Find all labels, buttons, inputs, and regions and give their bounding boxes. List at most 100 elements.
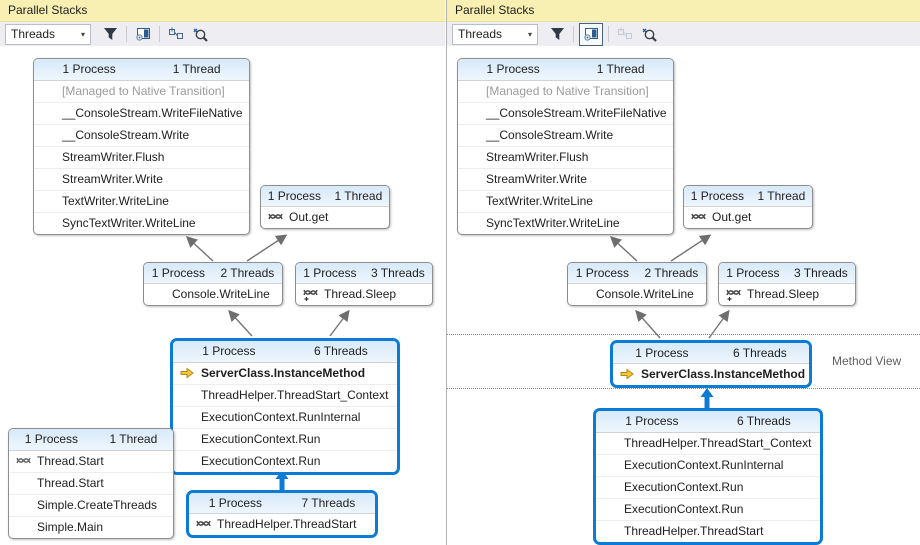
autoscroll-button[interactable]	[165, 24, 187, 45]
method-view-toggle-button[interactable]	[132, 24, 154, 45]
stack-frame[interactable]: Simple.CreateThreads	[9, 494, 173, 516]
stack-frame[interactable]: Out.get	[684, 207, 812, 228]
zoom-control-button[interactable]	[638, 24, 660, 45]
stack-frame[interactable]: ExecutionContext.Run	[173, 428, 397, 450]
stack-frame[interactable]: ExecutionContext.Run	[596, 498, 820, 520]
stack-box-header: 1 Process 1 Thread	[9, 429, 173, 451]
stack-frame[interactable]: Console.WriteLine	[144, 284, 282, 305]
stack-frame[interactable]: __ConsoleStream.Write	[34, 124, 249, 146]
thread-count: 6 Threads	[736, 414, 791, 428]
stack-frame[interactable]: ThreadHelper.ThreadStart_Context	[173, 384, 397, 406]
frame-label: ExecutionContext.RunInternal	[624, 458, 784, 472]
stack-frame[interactable]: SyncTextWriter.WriteLine	[458, 212, 673, 234]
current-stack-frame[interactable]: ServerClass.InstanceMethod	[613, 364, 809, 385]
stack-box-current-method: 1 Process 6 Threads ServerClass.Instance…	[610, 340, 812, 388]
zoom-magnifier-icon	[193, 28, 208, 42]
stack-frame[interactable]: ExecutionContext.RunInternal	[173, 406, 397, 428]
panel-stack-view: Parallel Stacks Threads ▾	[0, 0, 445, 545]
stack-box-header: 1 Process 3 Threads	[296, 263, 432, 284]
frame-label: SyncTextWriter.WriteLine	[486, 216, 620, 230]
process-count: 1 Process	[726, 266, 780, 280]
thread-count: 3 Threads	[370, 266, 425, 280]
frame-label: Console.WriteLine	[596, 287, 694, 301]
frame-label: TextWriter.WriteLine	[486, 194, 593, 208]
filter-flagged-button[interactable]	[546, 24, 568, 45]
funnel-icon	[550, 28, 564, 40]
filter-flagged-button[interactable]	[99, 24, 121, 45]
frame-label: Console.WriteLine	[172, 287, 270, 301]
method-view-toggle-button[interactable]	[579, 22, 603, 46]
stack-box-thread-sleep: 1 Process 3 Threads Thread.Sleep	[718, 262, 856, 306]
frame-label: __ConsoleStream.Write	[486, 128, 614, 142]
stack-frame[interactable]: TextWriter.WriteLine	[458, 190, 673, 212]
toolbar-separator	[608, 26, 609, 42]
stack-frame[interactable]: ExecutionContext.RunInternal	[596, 454, 820, 476]
stack-frame[interactable]: StreamWriter.Write	[458, 168, 673, 190]
current-stack-frame[interactable]: ServerClass.InstanceMethod	[173, 363, 397, 384]
stack-box-header: 1 Process 6 Threads	[173, 341, 397, 363]
thread-count: 2 Threads	[644, 266, 699, 280]
window-titlebar[interactable]: Parallel Stacks	[0, 0, 445, 22]
stack-frame[interactable]: ThreadHelper.ThreadStart	[189, 514, 375, 535]
frame-label: StreamWriter.Flush	[486, 150, 589, 164]
stack-frame[interactable]: ExecutionContext.Run	[173, 450, 397, 472]
autoscroll-button-disabled	[614, 24, 636, 45]
thread-count: 1 Thread	[757, 189, 806, 203]
frame-label: TextWriter.WriteLine	[62, 194, 169, 208]
method-view-divider	[447, 334, 920, 335]
thread-count: 6 Threads	[313, 344, 368, 358]
funnel-icon	[103, 28, 117, 40]
stack-frame[interactable]: StreamWriter.Write	[34, 168, 249, 190]
frame-label: ThreadHelper.ThreadStart	[217, 517, 357, 531]
stack-box-header: 1 Process 7 Threads	[189, 493, 375, 514]
window-titlebar[interactable]: Parallel Stacks	[447, 0, 920, 22]
stack-frame[interactable]: StreamWriter.Flush	[458, 146, 673, 168]
stack-frame[interactable]: ThreadHelper.ThreadStart	[596, 520, 820, 542]
method-view-icon	[136, 28, 150, 41]
threads-combo[interactable]: Threads ▾	[452, 23, 538, 45]
current-frame-arrow-icon	[620, 368, 634, 380]
stack-box-header: 1 Process 6 Threads	[613, 343, 809, 364]
stack-frame[interactable]: TextWriter.WriteLine	[34, 190, 249, 212]
stack-frame[interactable]: StreamWriter.Flush	[34, 146, 249, 168]
stack-frame[interactable]: Thread.Start	[9, 472, 173, 494]
process-count: 1 Process	[486, 62, 540, 76]
threads-icon	[16, 457, 31, 464]
threads-icon	[268, 213, 283, 220]
threads-combo-value: Threads	[11, 27, 56, 41]
current-frame-arrow-icon	[180, 367, 194, 379]
process-count: 1 Process	[151, 266, 206, 280]
stack-frame[interactable]: [Managed to Native Transition]	[458, 81, 673, 102]
frame-label: [Managed to Native Transition]	[62, 84, 225, 98]
stack-frame[interactable]: __ConsoleStream.Write	[458, 124, 673, 146]
stack-frame[interactable]: Console.WriteLine	[568, 284, 706, 305]
autoscroll-icon	[169, 27, 183, 39]
autoscroll-icon	[618, 27, 632, 39]
frame-label: ThreadHelper.ThreadStart_Context	[624, 436, 812, 450]
stack-frame[interactable]: SyncTextWriter.WriteLine	[34, 212, 249, 234]
frame-label: Thread.Start	[37, 454, 104, 468]
stack-frame[interactable]: Thread.Sleep	[719, 284, 855, 305]
stack-frame[interactable]: Out.get	[261, 207, 389, 228]
frame-label: Thread.Sleep	[747, 287, 820, 301]
threads-combo[interactable]: Threads ▾	[5, 23, 91, 45]
stack-frame[interactable]: ThreadHelper.ThreadStart_Context	[596, 433, 820, 454]
stack-frame[interactable]: [Managed to Native Transition]	[34, 81, 249, 102]
frame-label: StreamWriter.Write	[62, 172, 163, 186]
frame-label: __ConsoleStream.WriteFileNative	[486, 106, 667, 120]
stack-frame[interactable]: ExecutionContext.Run	[596, 476, 820, 498]
process-count: 1 Process	[24, 432, 79, 446]
stack-box-callers: 1 Process 6 Threads ThreadHelper.ThreadS…	[593, 408, 823, 545]
process-count: 1 Process	[625, 414, 679, 428]
method-view-divider	[447, 388, 920, 389]
stack-frame[interactable]: Simple.Main	[9, 516, 173, 538]
stack-box-header: 1 Process 2 Threads	[568, 263, 706, 284]
thread-count: 7 Threads	[301, 496, 356, 510]
stack-frame[interactable]: __ConsoleStream.WriteFileNative	[34, 102, 249, 124]
stack-frame[interactable]: __ConsoleStream.WriteFileNative	[458, 102, 673, 124]
stack-box-outget: 1 Process 1 Thread Out.get	[683, 185, 813, 229]
stack-box-threadstart: 1 Process 7 Threads ThreadHelper.ThreadS…	[186, 490, 378, 538]
stack-frame[interactable]: Thread.Start	[9, 451, 173, 472]
zoom-control-button[interactable]	[189, 24, 211, 45]
stack-frame[interactable]: Thread.Sleep	[296, 284, 432, 305]
